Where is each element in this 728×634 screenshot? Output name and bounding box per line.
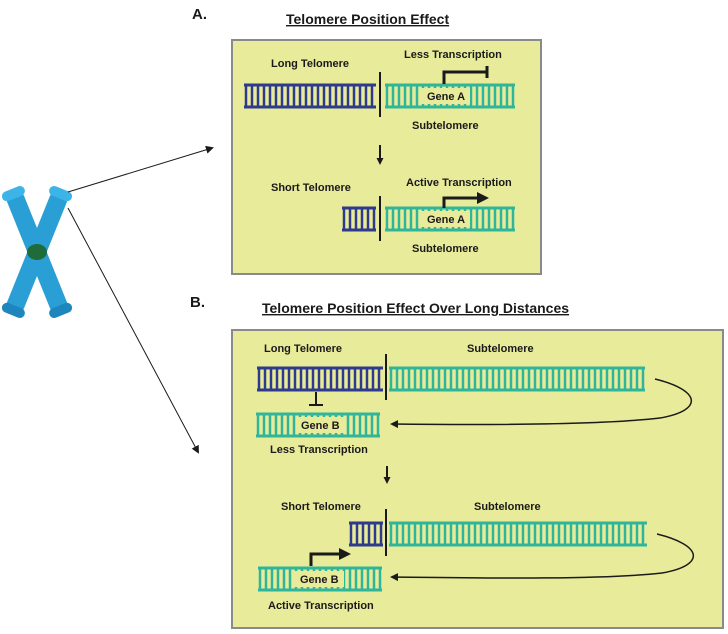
- panel-a-title: Telomere Position Effect: [286, 11, 449, 27]
- panel-b-short-telomere-label: Short Telomere: [281, 501, 361, 513]
- panel-b-short-telomere-dna: [349, 521, 383, 547]
- panel-a-gene-box-2: [420, 211, 470, 227]
- transcription-arrow-icon-b: [309, 548, 351, 566]
- panel-b-gene-box-bottom: [294, 571, 344, 587]
- panel-b-long-telomere-dna: [257, 366, 383, 392]
- panel-a-letter: A.: [192, 6, 207, 23]
- panel-b-gene-box-top: [296, 417, 344, 433]
- panel-a-short-telomere-label: Short Telomere: [271, 182, 351, 194]
- panel-a-gene-label-top: Gene A: [427, 91, 465, 103]
- transcription-arrow-icon: [442, 192, 489, 208]
- panel-b-less-transcription-label: Less Transcription: [270, 444, 368, 456]
- panel-a-short-telomere-dna: [342, 206, 376, 232]
- pointer-arrow-to-panel-b: [67, 207, 199, 454]
- panel-b-subtelomere-dna: [389, 366, 645, 392]
- panel-b-loop-arrow-bottom: [390, 533, 695, 582]
- panel-b-subtelomere-label-top: Subtelomere: [467, 343, 534, 355]
- panel-b-gene-label-bottom: Gene B: [300, 574, 339, 586]
- panel-a-subtelomere-label-top: Subtelomere: [412, 120, 479, 132]
- panel-b-long-telomere-label: Long Telomere: [264, 343, 342, 355]
- panel-b-loop-arrow-top: [390, 378, 693, 429]
- panel-a-box: [231, 39, 542, 275]
- panel-b-subtelomere-dna-2: [389, 521, 647, 547]
- panel-b-gene-label-top: Gene B: [301, 420, 340, 432]
- panel-b-subtelomere-label-bottom: Subtelomere: [474, 501, 541, 513]
- panel-b-letter: B.: [190, 294, 205, 311]
- panel-a-gene-box: [420, 88, 470, 104]
- panel-a-long-telomere-dna: [244, 83, 376, 109]
- panel-b-title: Telomere Position Effect Over Long Dista…: [262, 300, 569, 316]
- repression-bar-icon: [442, 70, 487, 84]
- panel-a-long-telomere-label: Long Telomere: [271, 58, 349, 70]
- panel-b-active-transcription-label: Active Transcription: [268, 600, 374, 612]
- chromosome-icon: [1, 185, 73, 319]
- panel-a-gene-label-bottom: Gene A: [427, 214, 465, 226]
- pointer-arrow-to-panel-a: [67, 145, 214, 193]
- panel-a-less-transcription-label: Less Transcription: [404, 49, 502, 61]
- panel-a-subtelomere-label-bottom: Subtelomere: [412, 243, 479, 255]
- panel-a-active-transcription-label: Active Transcription: [406, 177, 512, 189]
